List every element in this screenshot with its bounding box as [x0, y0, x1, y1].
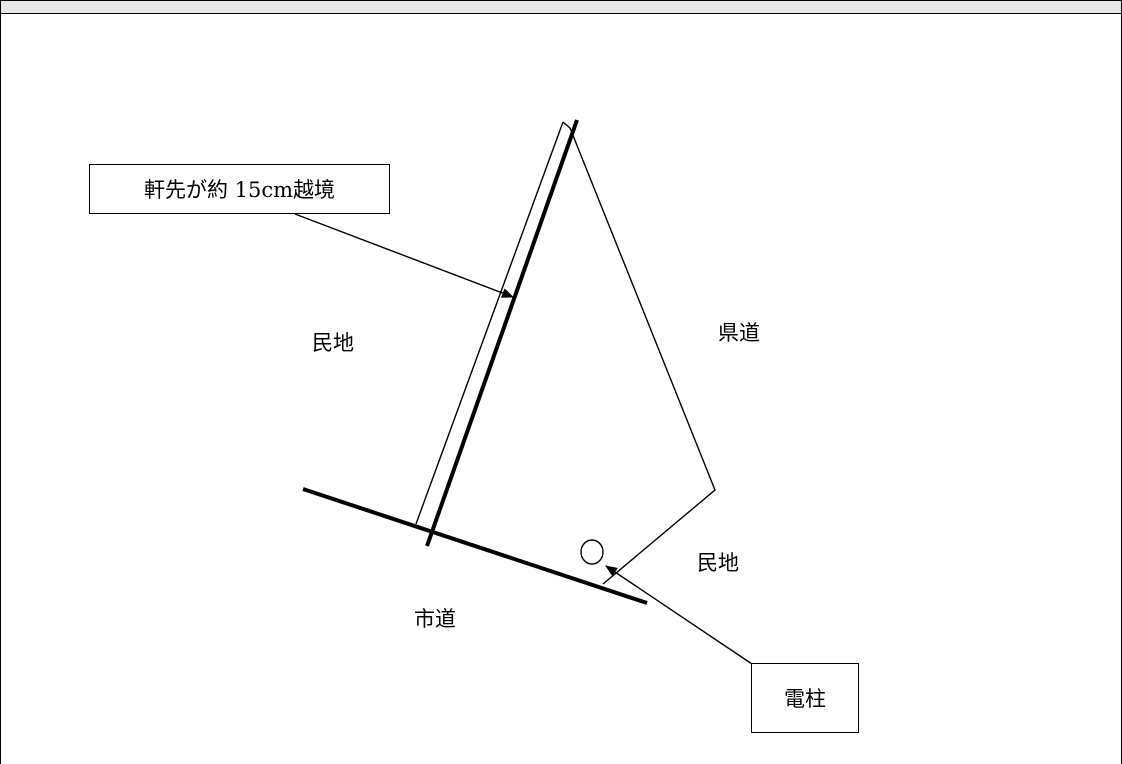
private-land-left-label: 民地 [312, 331, 354, 355]
eaves-edge-line [415, 121, 564, 525]
eaves-encroachment-text: 軒先が約 15cm越境 [143, 178, 336, 202]
boundary-line [425, 119, 579, 547]
city-road-label: 市道 [414, 607, 456, 631]
eaves-callout-arrow [294, 213, 514, 298]
utility-pole-callout: 電柱 [751, 663, 859, 733]
eaves-tip-line [562, 121, 571, 129]
city-road-edge-line [302, 487, 648, 605]
eaves-encroachment-callout: 軒先が約 15cm越境 [89, 164, 390, 214]
utility-pole-symbol [580, 539, 604, 565]
private-land-right-label: 民地 [697, 551, 739, 575]
header-band [0, 0, 1122, 14]
utility-pole-text: 電柱 [784, 687, 826, 711]
pole-callout-arrow [605, 565, 753, 665]
prefectural-road-label: 県道 [718, 321, 760, 345]
prefectural-road-outline [569, 127, 716, 585]
